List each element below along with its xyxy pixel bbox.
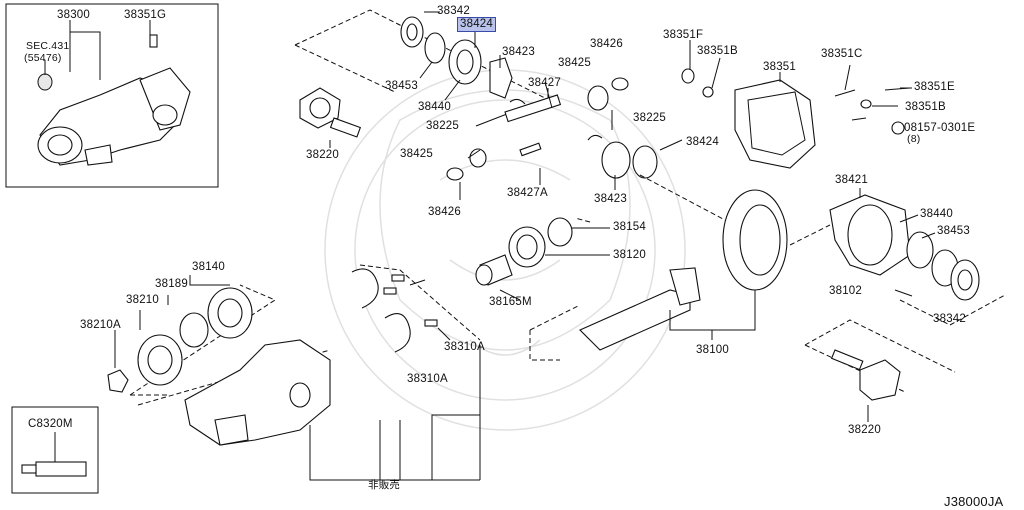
pinion-mate-shaft	[446, 77, 683, 200]
part-label-38300[interactable]: 38300	[57, 9, 90, 21]
tool-c8320m	[21, 432, 87, 477]
part-label-38220-left[interactable]: 38220	[306, 149, 339, 161]
tool-frame	[11, 406, 99, 494]
section-ref-label[interactable]: SEC.431	[26, 40, 70, 52]
companion-flange-right	[804, 319, 956, 422]
part-label-38351C[interactable]: 38351C	[821, 48, 863, 60]
differential-assembly-inset	[37, 34, 191, 166]
inset-frame	[5, 3, 219, 188]
part-label-38427[interactable]: 38427	[528, 77, 561, 89]
mounting-brackets	[351, 264, 481, 353]
part-label-38351G[interactable]: 38351G	[124, 9, 167, 21]
part-label-38351[interactable]: 38351	[763, 61, 796, 73]
part-label-38351F[interactable]: 38351F	[663, 29, 704, 41]
part-label-38425-top[interactable]: 38425	[558, 57, 591, 69]
ring-gear-drive-pinion	[529, 174, 788, 361]
part-label-38310A-lower[interactable]: 38310A	[407, 373, 448, 385]
part-label-38424-highlighted[interactable]: 38424	[457, 17, 496, 32]
front-bearing-seal-group	[107, 275, 277, 396]
part-label-38423-right[interactable]: 38423	[594, 193, 627, 205]
part-label-38154[interactable]: 38154	[613, 221, 646, 233]
part-label-38189[interactable]: 38189	[155, 278, 188, 290]
part-label-38210A[interactable]: 38210A	[80, 319, 121, 331]
gear-carrier-housing	[137, 339, 481, 481]
part-label-38351B-right[interactable]: 38351B	[905, 101, 946, 113]
part-label-38310A-upper[interactable]: 38310A	[444, 341, 485, 353]
pinion-bearings	[475, 217, 610, 301]
part-label-38100[interactable]: 38100	[696, 344, 729, 356]
companion-flange-left	[299, 87, 362, 148]
part-label-38220-right[interactable]: 38220	[848, 424, 881, 436]
part-label-38453-right[interactable]: 38453	[937, 225, 970, 237]
tool-label-C8320M[interactable]: C8320M	[28, 418, 73, 430]
part-label-38424-right[interactable]: 38424	[686, 136, 719, 148]
rear-cover	[681, 68, 911, 169]
section-ref-number: (55476)	[24, 52, 62, 64]
part-label-38342-top[interactable]: 38342	[437, 5, 470, 17]
differential-case-right	[789, 188, 1006, 326]
part-label-38210[interactable]: 38210	[126, 294, 159, 306]
part-label-38102[interactable]: 38102	[829, 285, 862, 297]
part-label-08157-0301E[interactable]: 08157-0301E	[904, 122, 976, 134]
part-label-38225-right[interactable]: 38225	[633, 112, 666, 124]
part-label-38453-top[interactable]: 38453	[385, 80, 418, 92]
part-label-38440-right[interactable]: 38440	[920, 208, 953, 220]
part-label-38351E[interactable]: 38351E	[914, 81, 955, 93]
inset-leader-lines	[44, 20, 151, 80]
side-bearing-parts-top	[294, 9, 546, 105]
part-label-38427A[interactable]: 38427A	[507, 187, 548, 199]
part-label-38225-top[interactable]: 38225	[426, 120, 459, 132]
part-label-38165M[interactable]: 38165M	[489, 296, 532, 308]
part-label-38426-top[interactable]: 38426	[590, 38, 623, 50]
not-for-sale-label: 非販売	[368, 479, 401, 491]
part-label-38342-right[interactable]: 38342	[933, 313, 966, 325]
diagram-id-code: J38000JA	[944, 494, 1004, 509]
part-label-38426-mid[interactable]: 38426	[428, 206, 461, 218]
part-label-38425-mid[interactable]: 38425	[400, 148, 433, 160]
part-label-38421[interactable]: 38421	[835, 174, 868, 186]
part-label-38351B-top[interactable]: 38351B	[697, 45, 738, 57]
rear-cover-leaders	[689, 40, 912, 107]
part-label-38140[interactable]: 38140	[192, 261, 225, 273]
quantity-label-8: (8)	[907, 133, 921, 145]
part-label-38423-top[interactable]: 38423	[502, 46, 535, 58]
part-label-38120[interactable]: 38120	[613, 249, 646, 261]
part-label-38440-top[interactable]: 38440	[418, 101, 451, 113]
